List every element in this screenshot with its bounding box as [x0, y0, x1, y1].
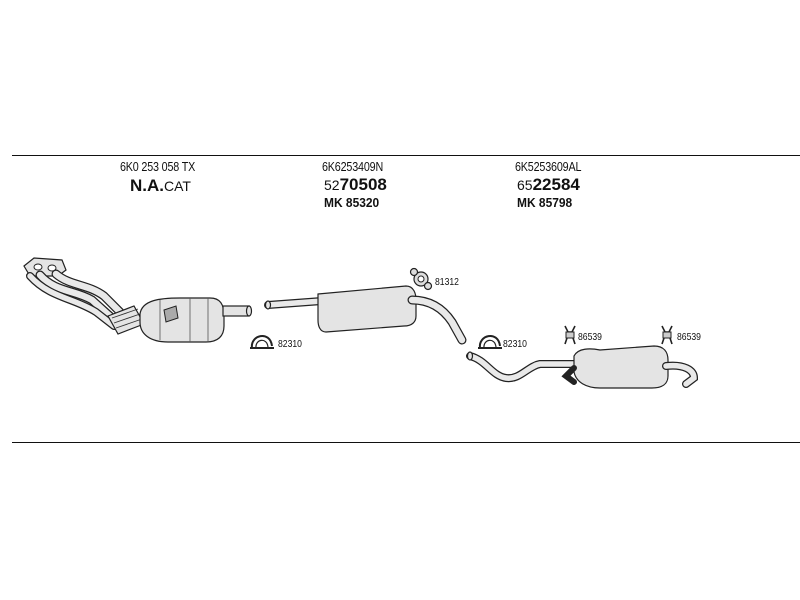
catalyst-main-suffix: CAT — [164, 178, 191, 194]
gasket-icon — [409, 267, 433, 291]
exhaust-manifold — [23, 257, 125, 330]
rear-silencer-main-prefix: 65 — [517, 177, 533, 193]
catalytic-converter — [139, 297, 253, 343]
code-hanger-1: 86539 — [578, 331, 602, 343]
rear-silencer-main-bold: 22584 — [532, 175, 580, 194]
bottom-divider — [12, 442, 800, 443]
rear-silencer-main-label: 6522584 — [517, 175, 580, 195]
middle-silencer-mk: MK 85320 — [324, 195, 380, 210]
part-number-rear-silencer: 6K5253609AL — [515, 160, 582, 174]
middle-silencer-main-bold: 70508 — [339, 175, 387, 194]
middle-silencer-main-prefix: 52 — [324, 177, 340, 193]
code-gasket: 81312 — [435, 276, 459, 288]
code-clamp-front: 82310 — [278, 338, 302, 350]
clamp-front-icon — [250, 335, 274, 349]
hanger-icon-1 — [564, 325, 576, 345]
top-divider — [12, 155, 800, 156]
clamp-rear-icon — [478, 335, 502, 349]
code-hanger-2: 86539 — [677, 331, 701, 343]
rear-pipe — [466, 351, 578, 383]
middle-silencer — [264, 285, 467, 345]
hanger-icon-2 — [661, 325, 673, 345]
catalyst-main-label: N.A.CAT — [130, 176, 191, 196]
code-clamp-rear: 82310 — [503, 338, 527, 350]
middle-silencer-main-label: 5270508 — [324, 175, 387, 195]
catalyst-main-bold: N.A. — [130, 176, 164, 195]
rear-silencer — [561, 345, 699, 389]
part-number-middle-silencer: 6K6253409N — [322, 160, 384, 174]
rear-silencer-mk: MK 85798 — [517, 195, 573, 210]
part-number-catalyst: 6K0 253 058 TX — [120, 160, 196, 174]
